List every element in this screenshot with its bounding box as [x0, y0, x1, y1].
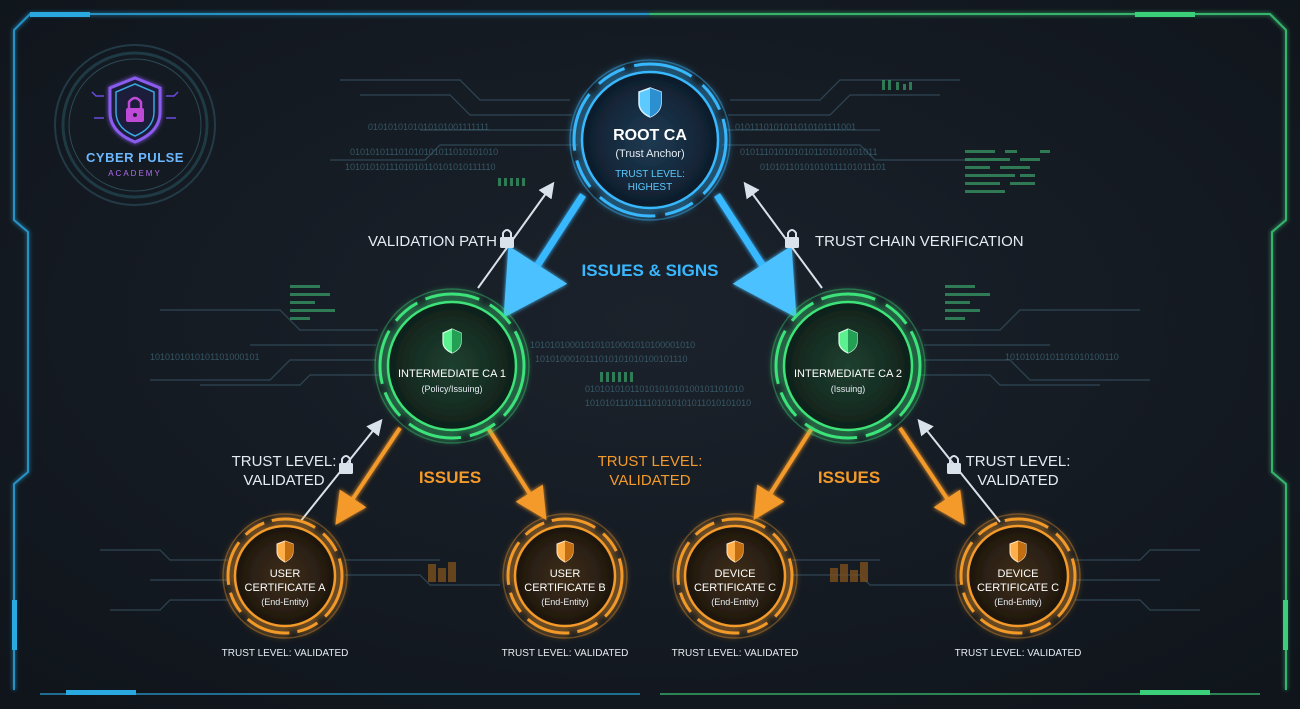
trust-center-label-2: VALIDATED: [609, 472, 690, 489]
leaf-c2-trust: TRUST LEVEL: VALIDATED: [955, 648, 1082, 659]
trust-left-label-2: VALIDATED: [243, 472, 324, 489]
lock-icon-trust-left: [339, 455, 353, 474]
leaf-c2-line3: (End-Entity): [994, 597, 1042, 607]
issues-signs-arrows: [503, 193, 797, 318]
root-ca-subtitle: (Trust Anchor): [615, 148, 684, 160]
academy-logo: CYBER PULSE ACADEMY: [54, 44, 216, 206]
leaf-a-line3: (End-Entity): [261, 597, 309, 607]
issues-left-label: ISSUES: [419, 468, 481, 487]
leaf-c1-trust: TRUST LEVEL: VALIDATED: [672, 648, 799, 659]
trust-center-label-1: TRUST LEVEL:: [598, 453, 703, 470]
binary-center-1: 101010100010101010001010100001010: [530, 340, 695, 350]
binary-top-right: 0101110101011010101111001: [735, 122, 856, 132]
binary-top-right-2: 0101110101010101101010101011: [740, 147, 877, 157]
leaf-c2-line1: DEVICE: [998, 568, 1039, 580]
root-ca-trust-label: TRUST LEVEL:: [615, 169, 685, 180]
shield-icon: [838, 328, 858, 354]
orange-bars-decor: [428, 562, 868, 582]
leaf-b-line3: (End-Entity): [541, 597, 589, 607]
trust-right-label-1: TRUST LEVEL:: [966, 453, 1071, 470]
leaf-c2-line2: CERTIFICATE C: [977, 582, 1059, 594]
lock-icon-trust-right: [947, 455, 961, 474]
trust-chain-verification-label: TRUST CHAIN VERIFICATION: [815, 233, 1024, 250]
shield-icon: [638, 87, 662, 118]
hud-frame: [12, 12, 1288, 695]
leaf-a-line1: USER: [270, 568, 301, 580]
leaf-node-device-c1: DEVICE CERTIFICATE C (End-Entity) TRUST …: [672, 513, 799, 659]
trust-left-label-1: TRUST LEVEL:: [232, 453, 337, 470]
intermediate-ca-1-subtitle: (Policy/Issuing): [421, 384, 482, 394]
shield-lock-icon: [91, 76, 179, 144]
leaf-c1-line1: DEVICE: [715, 568, 756, 580]
binary-center-4: 1010101110111101010101011010101010: [585, 398, 751, 408]
shield-icon: [1009, 540, 1027, 563]
binary-decor: 0101010101010101001111111 01010101110101…: [150, 122, 1119, 408]
issues-signs-label: ISSUES & SIGNS: [582, 261, 719, 280]
leaf-c1-line2: CERTIFICATE C: [694, 582, 776, 594]
lock-icon-validation: [500, 229, 514, 248]
leaf-node-user-a: USER CERTIFICATE A (End-Entity) TRUST LE…: [222, 513, 349, 659]
leaf-node-device-c2: DEVICE CERTIFICATE C (End-Entity) TRUST …: [955, 513, 1082, 659]
leaf-node-user-b: USER CERTIFICATE B (End-Entity) TRUST LE…: [502, 513, 629, 659]
logo-line1: CYBER PULSE: [86, 150, 184, 165]
leaf-b-line1: USER: [550, 568, 581, 580]
intermediate-ca-1-title: INTERMEDIATE CA 1: [398, 368, 506, 380]
shield-icon: [556, 540, 574, 563]
root-ca-title: ROOT CA: [613, 127, 687, 144]
intermediate-ca-2-subtitle: (Issuing): [831, 384, 866, 394]
logo-line2: ACADEMY: [108, 169, 162, 178]
validation-path-label: VALIDATION PATH: [368, 233, 497, 250]
lock-icon-trust-chain: [785, 229, 799, 248]
shield-icon: [726, 540, 744, 563]
binary-mid-left: 1010101010101101000101: [150, 352, 259, 362]
issues-arrows: [335, 426, 965, 525]
binary-top-left-2: 010101011101010101011010101010: [350, 147, 498, 157]
intermediate-ca-1-node: INTERMEDIATE CA 1 (Policy/Issuing): [374, 288, 530, 444]
root-ca-trust-value: HIGHEST: [628, 182, 672, 193]
leaf-c1-line3: (End-Entity): [711, 597, 759, 607]
binary-mid-right: 10101010101101010100110: [1005, 352, 1119, 362]
issues-right-label: ISSUES: [818, 468, 880, 487]
root-ca-node: ROOT CA (Trust Anchor) TRUST LEVEL: HIGH…: [569, 59, 731, 221]
binary-top-left-3: 1010101011101010110101010111110: [345, 162, 496, 172]
leaf-a-trust: TRUST LEVEL: VALIDATED: [222, 648, 349, 659]
leaf-b-line2: CERTIFICATE B: [524, 582, 606, 594]
leaf-a-line2: CERTIFICATE A: [245, 582, 327, 594]
intermediate-ca-2-node: INTERMEDIATE CA 2 (Issuing): [770, 288, 926, 444]
shield-icon: [276, 540, 294, 563]
intermediate-ca-2-title: INTERMEDIATE CA 2: [794, 368, 902, 380]
shield-icon: [442, 328, 462, 354]
binary-top-left: 0101010101010101001111111: [368, 122, 489, 132]
binary-center-2: 1010100010111010101010100101110: [535, 354, 688, 364]
binary-center-3: 01010101011010101010100101101010: [585, 384, 744, 394]
leaf-b-trust: TRUST LEVEL: VALIDATED: [502, 648, 629, 659]
trust-right-label-2: VALIDATED: [977, 472, 1058, 489]
data-bars-decor: [290, 80, 1050, 382]
binary-top-right-3: 01010110101010111101011101: [760, 162, 886, 172]
